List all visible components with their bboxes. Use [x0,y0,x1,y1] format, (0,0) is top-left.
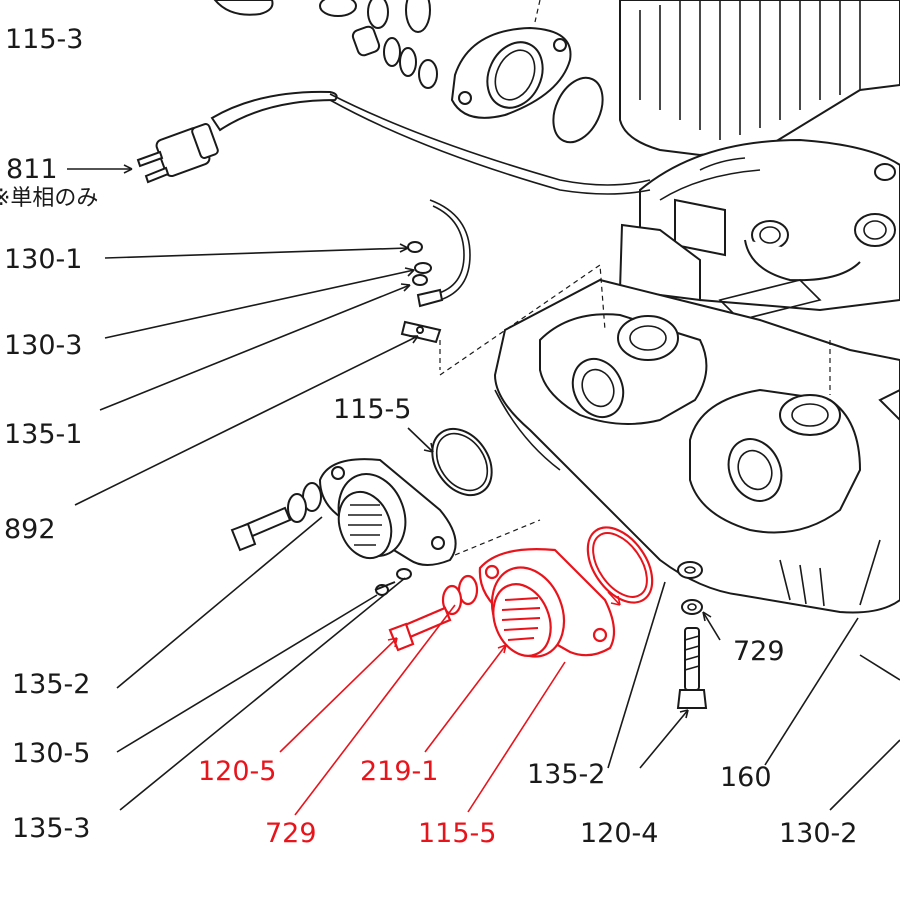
threaded-flange-219-1 [492,583,552,657]
label-135-2-right: 135-2 [527,759,605,790]
label-219-1: 219-1 [360,756,438,787]
o-ring-115-5-red [586,526,654,604]
leader-lines [67,164,900,816]
o-ring-115-5-black [431,427,493,497]
label-115-5-red: 115-5 [418,818,496,849]
label-120-4: 120-4 [580,818,658,849]
label-811-note: ※単相のみ [0,186,98,211]
label-130-2: 130-2 [779,818,857,849]
label-115-5-top: 115-5 [333,394,411,425]
label-135-3: 135-3 [12,813,90,844]
top-fittings [213,0,604,144]
label-811: 811 [6,154,58,185]
highlighted-flange-assembly [388,526,654,658]
label-160: 160 [720,762,772,793]
label-135-2-left: 135-2 [12,669,90,700]
label-729-red: 729 [265,818,317,849]
right-bolt-assembly [676,561,708,709]
left-flange-assembly [230,427,541,596]
label-115-3: 115-3 [5,24,83,55]
label-130-3: 130-3 [4,330,82,361]
label-729-right: 729 [733,636,785,667]
part-labels: 115-3 811 ※単相のみ 130-1 130-3 135-1 892 11… [0,24,857,849]
pump-casing [439,263,900,614]
power-cord [136,90,651,195]
ground-wire [400,199,471,370]
label-892: 892 [4,514,56,545]
label-130-5: 130-5 [12,738,90,769]
label-130-1: 130-1 [4,244,82,275]
motor-assembly [618,0,900,321]
label-120-5: 120-5 [198,756,276,787]
label-135-1: 135-1 [4,419,82,450]
